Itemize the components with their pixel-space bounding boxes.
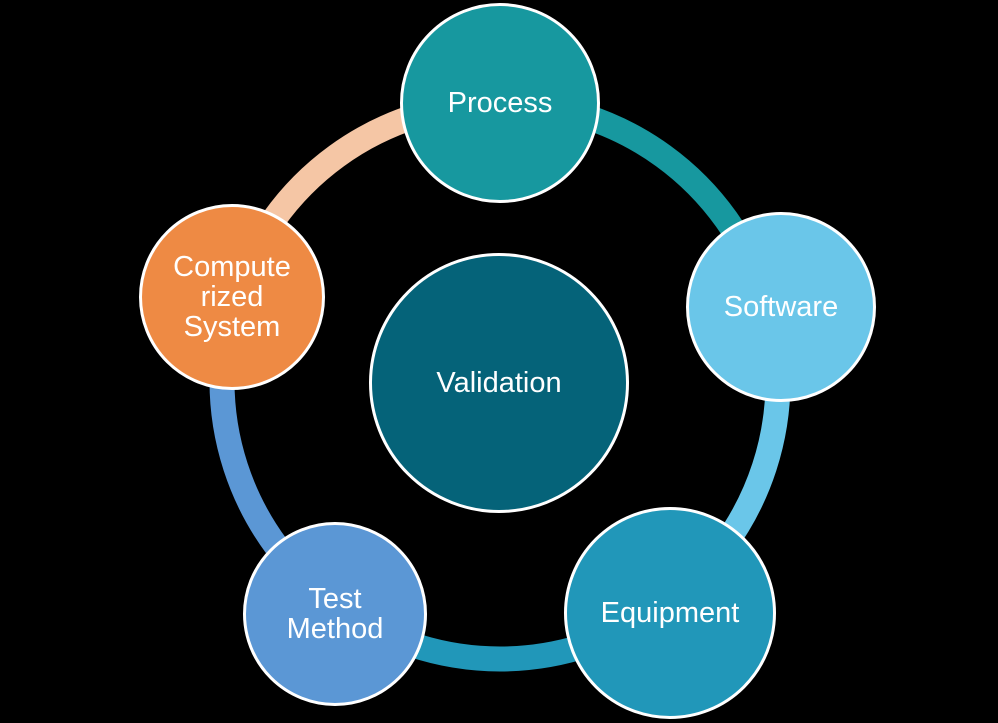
node-process: Process [400,3,600,203]
node-test-method-label: Test Method [286,582,384,645]
node-software: Software [686,212,876,402]
node-validation-center: Validation [369,253,629,513]
node-computerized-system-label: Compute rized System [173,250,291,344]
node-equipment: Equipment [564,507,776,719]
node-software-label: Software [723,290,839,323]
node-equipment-label: Equipment [600,596,740,629]
node-validation-label: Validation [436,366,562,399]
node-computerized-system: Compute rized System [139,204,325,390]
node-process-label: Process [447,86,553,119]
node-test-method: Test Method [243,522,427,706]
